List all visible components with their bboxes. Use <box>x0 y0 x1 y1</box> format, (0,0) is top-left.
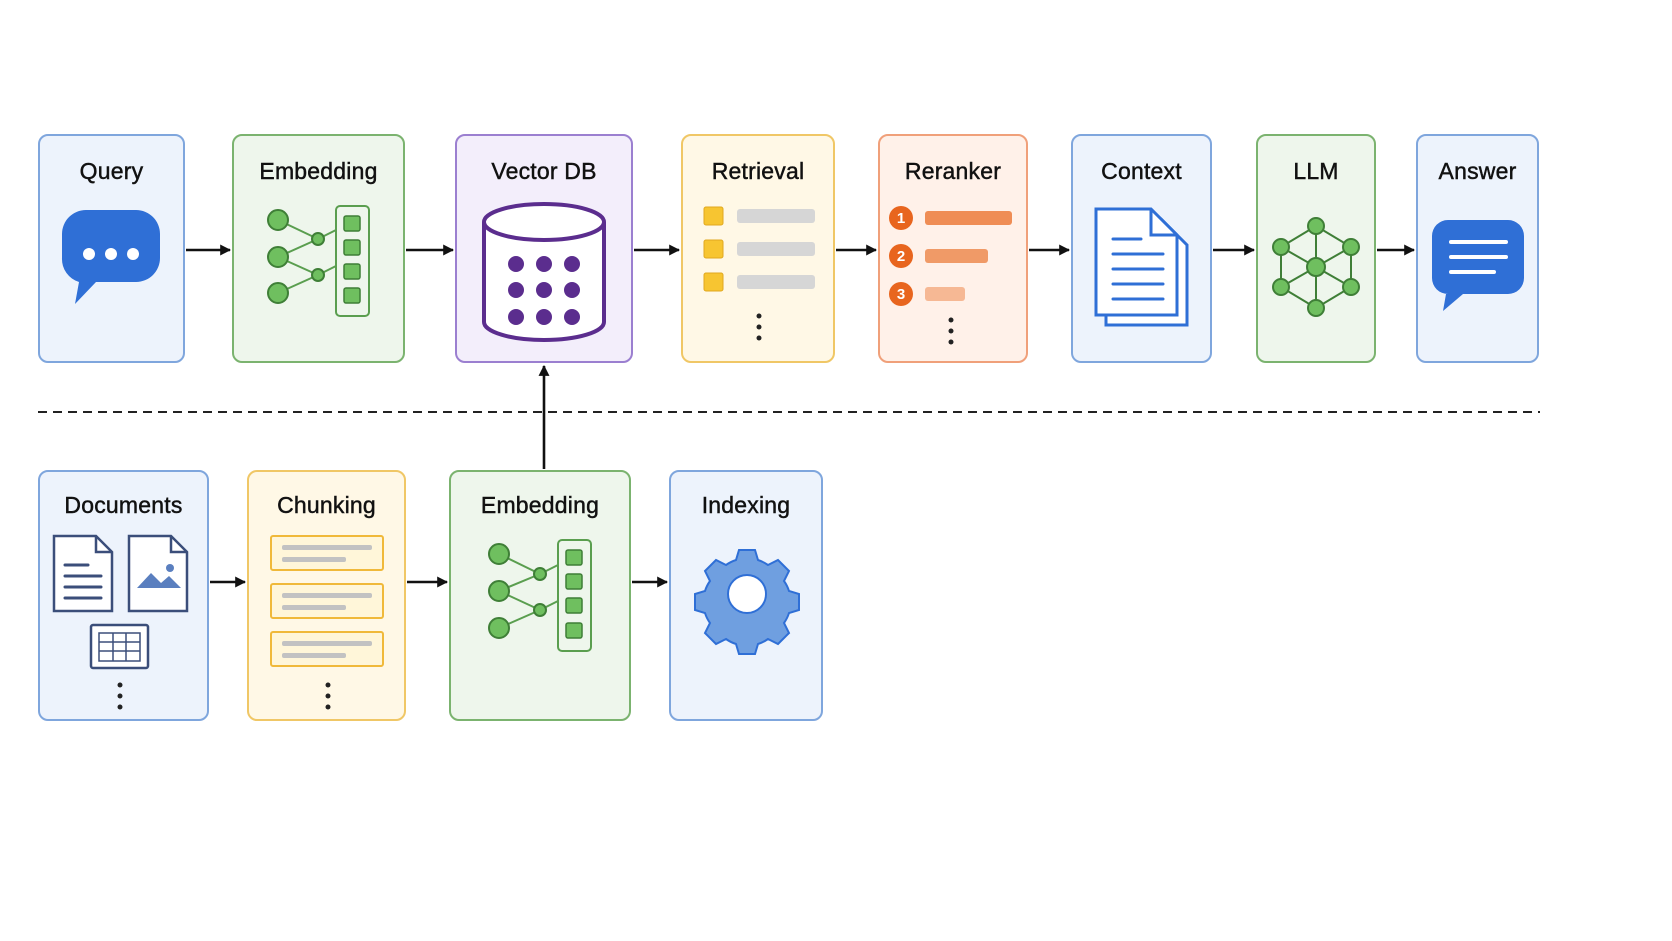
node-title: Documents <box>64 492 183 518</box>
node-documents: Documents <box>38 470 209 721</box>
documents-icon <box>52 534 189 710</box>
rank-2-label: 2 <box>897 248 905 265</box>
chat-bubble-icon <box>61 210 160 304</box>
node-vector-db: Vector DB <box>455 134 633 363</box>
node-reranker: Reranker 1 2 3 <box>878 134 1028 363</box>
embedding-network-icon <box>267 205 370 317</box>
node-title: Vector DB <box>491 158 597 184</box>
node-embedding-index: Embedding <box>449 470 631 721</box>
node-title: Chunking <box>277 492 376 518</box>
embedding-network-icon <box>488 539 592 652</box>
node-title: Context <box>1101 158 1182 184</box>
node-title: LLM <box>1293 158 1339 184</box>
neural-network-icon <box>1272 217 1360 317</box>
database-cylinder-icon <box>482 202 606 342</box>
result-list-icon <box>703 206 815 341</box>
node-query: Query <box>38 134 185 363</box>
node-llm: LLM <box>1256 134 1376 363</box>
chunks-icon <box>270 535 384 710</box>
node-retrieval: Retrieval <box>681 134 835 363</box>
rank-3-label: 3 <box>897 286 905 303</box>
document-stack-icon <box>1094 207 1189 327</box>
ranked-list-icon: 1 2 3 <box>889 206 1012 345</box>
node-chunking: Chunking <box>247 470 406 721</box>
node-indexing: Indexing <box>669 470 823 721</box>
node-title: Embedding <box>480 492 600 518</box>
node-embedding-query: Embedding <box>232 134 405 363</box>
node-title: Indexing <box>701 492 791 518</box>
node-title: Reranker <box>904 158 1002 184</box>
rank-1-label: 1 <box>897 210 905 227</box>
node-title: Retrieval <box>711 158 805 184</box>
gear-icon <box>694 549 800 655</box>
answer-bubble-icon <box>1432 220 1524 311</box>
node-title: Embedding <box>259 158 378 184</box>
node-context: Context <box>1071 134 1212 363</box>
node-answer: Answer <box>1416 134 1539 363</box>
node-title: Answer <box>1438 158 1517 184</box>
node-title: Query <box>79 158 144 184</box>
